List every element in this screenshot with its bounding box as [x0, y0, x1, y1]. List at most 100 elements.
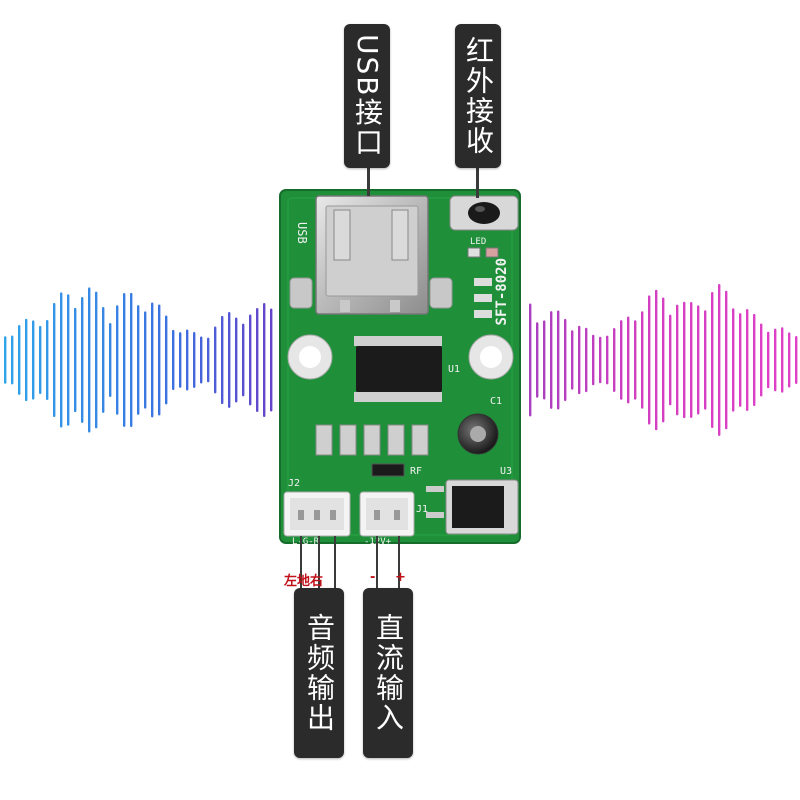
audio-leader-right: [334, 536, 336, 592]
wave-bar: [74, 307, 77, 413]
wave-bar: [662, 297, 665, 423]
wave-bar: [172, 329, 175, 391]
ir-receiver-callout: 红外接收: [455, 24, 501, 168]
wave-bar: [760, 323, 763, 397]
wave-bar: [676, 304, 679, 416]
wave-bar: [767, 331, 770, 389]
wave-bar: [627, 316, 630, 404]
wave-bar: [557, 310, 560, 410]
wave-bar: [725, 290, 728, 430]
wave-bar: [39, 325, 42, 395]
wave-bar: [753, 313, 756, 407]
wave-bar: [585, 327, 588, 393]
wave-bar: [739, 313, 742, 407]
audio-pin-label: 左地右: [284, 574, 324, 589]
wave-bar: [578, 325, 581, 395]
wave-bar: [795, 335, 798, 385]
mounting-hole-left: [287, 334, 333, 380]
wave-bar: [746, 308, 749, 412]
dc-leader-left: [376, 536, 378, 592]
wave-bar: [256, 307, 259, 413]
usb-interface-label: USB接口: [351, 34, 384, 158]
voltage-regulator-u3: [426, 479, 519, 535]
wave-bar: [732, 308, 735, 412]
wave-bar: [32, 320, 35, 400]
wave-bar: [781, 327, 784, 393]
ic-chip-u1: [354, 336, 442, 402]
wave-bar: [529, 303, 532, 417]
wave-bar: [697, 305, 700, 415]
wave-bar: [60, 292, 63, 428]
wave-bar: [613, 327, 616, 393]
silk-c1: C1: [490, 396, 502, 407]
wave-bar: [193, 331, 196, 389]
wave-bar: [67, 294, 70, 426]
wave-bar: [95, 291, 98, 429]
wave-bar: [25, 318, 28, 402]
silk-u3: U3: [500, 466, 512, 477]
wave-bar: [599, 336, 602, 384]
wave-bar: [774, 328, 777, 392]
wave-bar: [18, 325, 21, 395]
silk-j2: J2: [288, 478, 300, 489]
wave-bar: [88, 287, 91, 433]
wave-bar: [207, 337, 210, 383]
wave-bar: [81, 297, 84, 423]
audio-leader-left: [300, 536, 302, 592]
power-connector-j1: [359, 491, 415, 537]
wave-bar: [711, 291, 714, 429]
audio-connector-j2: [283, 491, 351, 537]
wave-bar: [11, 335, 14, 385]
usb-connector: [315, 195, 429, 315]
silk-led: LED: [470, 237, 486, 247]
audio-output-callout: 音频输出: [294, 588, 344, 758]
wave-bar: [669, 314, 672, 406]
wave-bar: [564, 318, 567, 402]
wave-bar: [46, 319, 49, 401]
wave-bar: [116, 305, 119, 415]
audio-output-label: 音频输出: [303, 613, 336, 733]
dc-plus-label: +: [395, 570, 406, 585]
wave-bar: [249, 314, 252, 406]
dc-leader-right: [398, 536, 400, 592]
mounting-hole-right: [468, 334, 514, 380]
wave-bar: [718, 284, 721, 436]
sound-waveform-graphic: [4, 284, 798, 436]
dc-input-callout: 直流输入: [363, 588, 413, 758]
wave-bar: [634, 320, 637, 400]
wave-bar: [165, 315, 168, 405]
wave-bar: [263, 302, 266, 418]
pcb-board: USB SFT-8020 LED U1 C1 RF U3 J2 J1 L-G-R…: [279, 189, 521, 547]
wave-bar: [228, 312, 231, 408]
silk-lgr: L-G-R: [292, 537, 320, 547]
wave-bar: [130, 292, 133, 428]
dc-minus-label: -: [370, 570, 376, 585]
wave-bar: [543, 320, 546, 400]
electrolytic-capacitor: [457, 413, 499, 455]
wave-bar: [179, 332, 182, 388]
wave-bar: [158, 304, 161, 416]
dc-input-label: 直流输入: [372, 613, 405, 733]
wave-bar: [648, 295, 651, 425]
wave-bar: [550, 311, 553, 409]
wave-bar: [592, 334, 595, 386]
silk-rf: RF: [410, 466, 422, 477]
usb-interface-callout: USB接口: [344, 24, 390, 168]
wave-bar: [109, 322, 112, 398]
wave-bar: [221, 315, 224, 405]
wave-bar: [102, 307, 105, 413]
wave-bar: [242, 323, 245, 397]
silk-j1: J1: [416, 504, 428, 515]
ir-receiver: [449, 195, 519, 231]
silk-model: SFT-8020: [494, 258, 510, 325]
wave-bar: [704, 310, 707, 410]
wave-bar: [4, 336, 7, 384]
wave-bar: [53, 302, 56, 418]
wave-bar: [137, 305, 140, 415]
silk-usb: USB: [295, 222, 309, 244]
wave-bar: [270, 308, 273, 412]
wave-bar: [571, 330, 574, 390]
ir-receiver-label: 红外接收: [462, 36, 495, 156]
wave-bar: [620, 320, 623, 400]
wave-bar: [655, 289, 658, 431]
